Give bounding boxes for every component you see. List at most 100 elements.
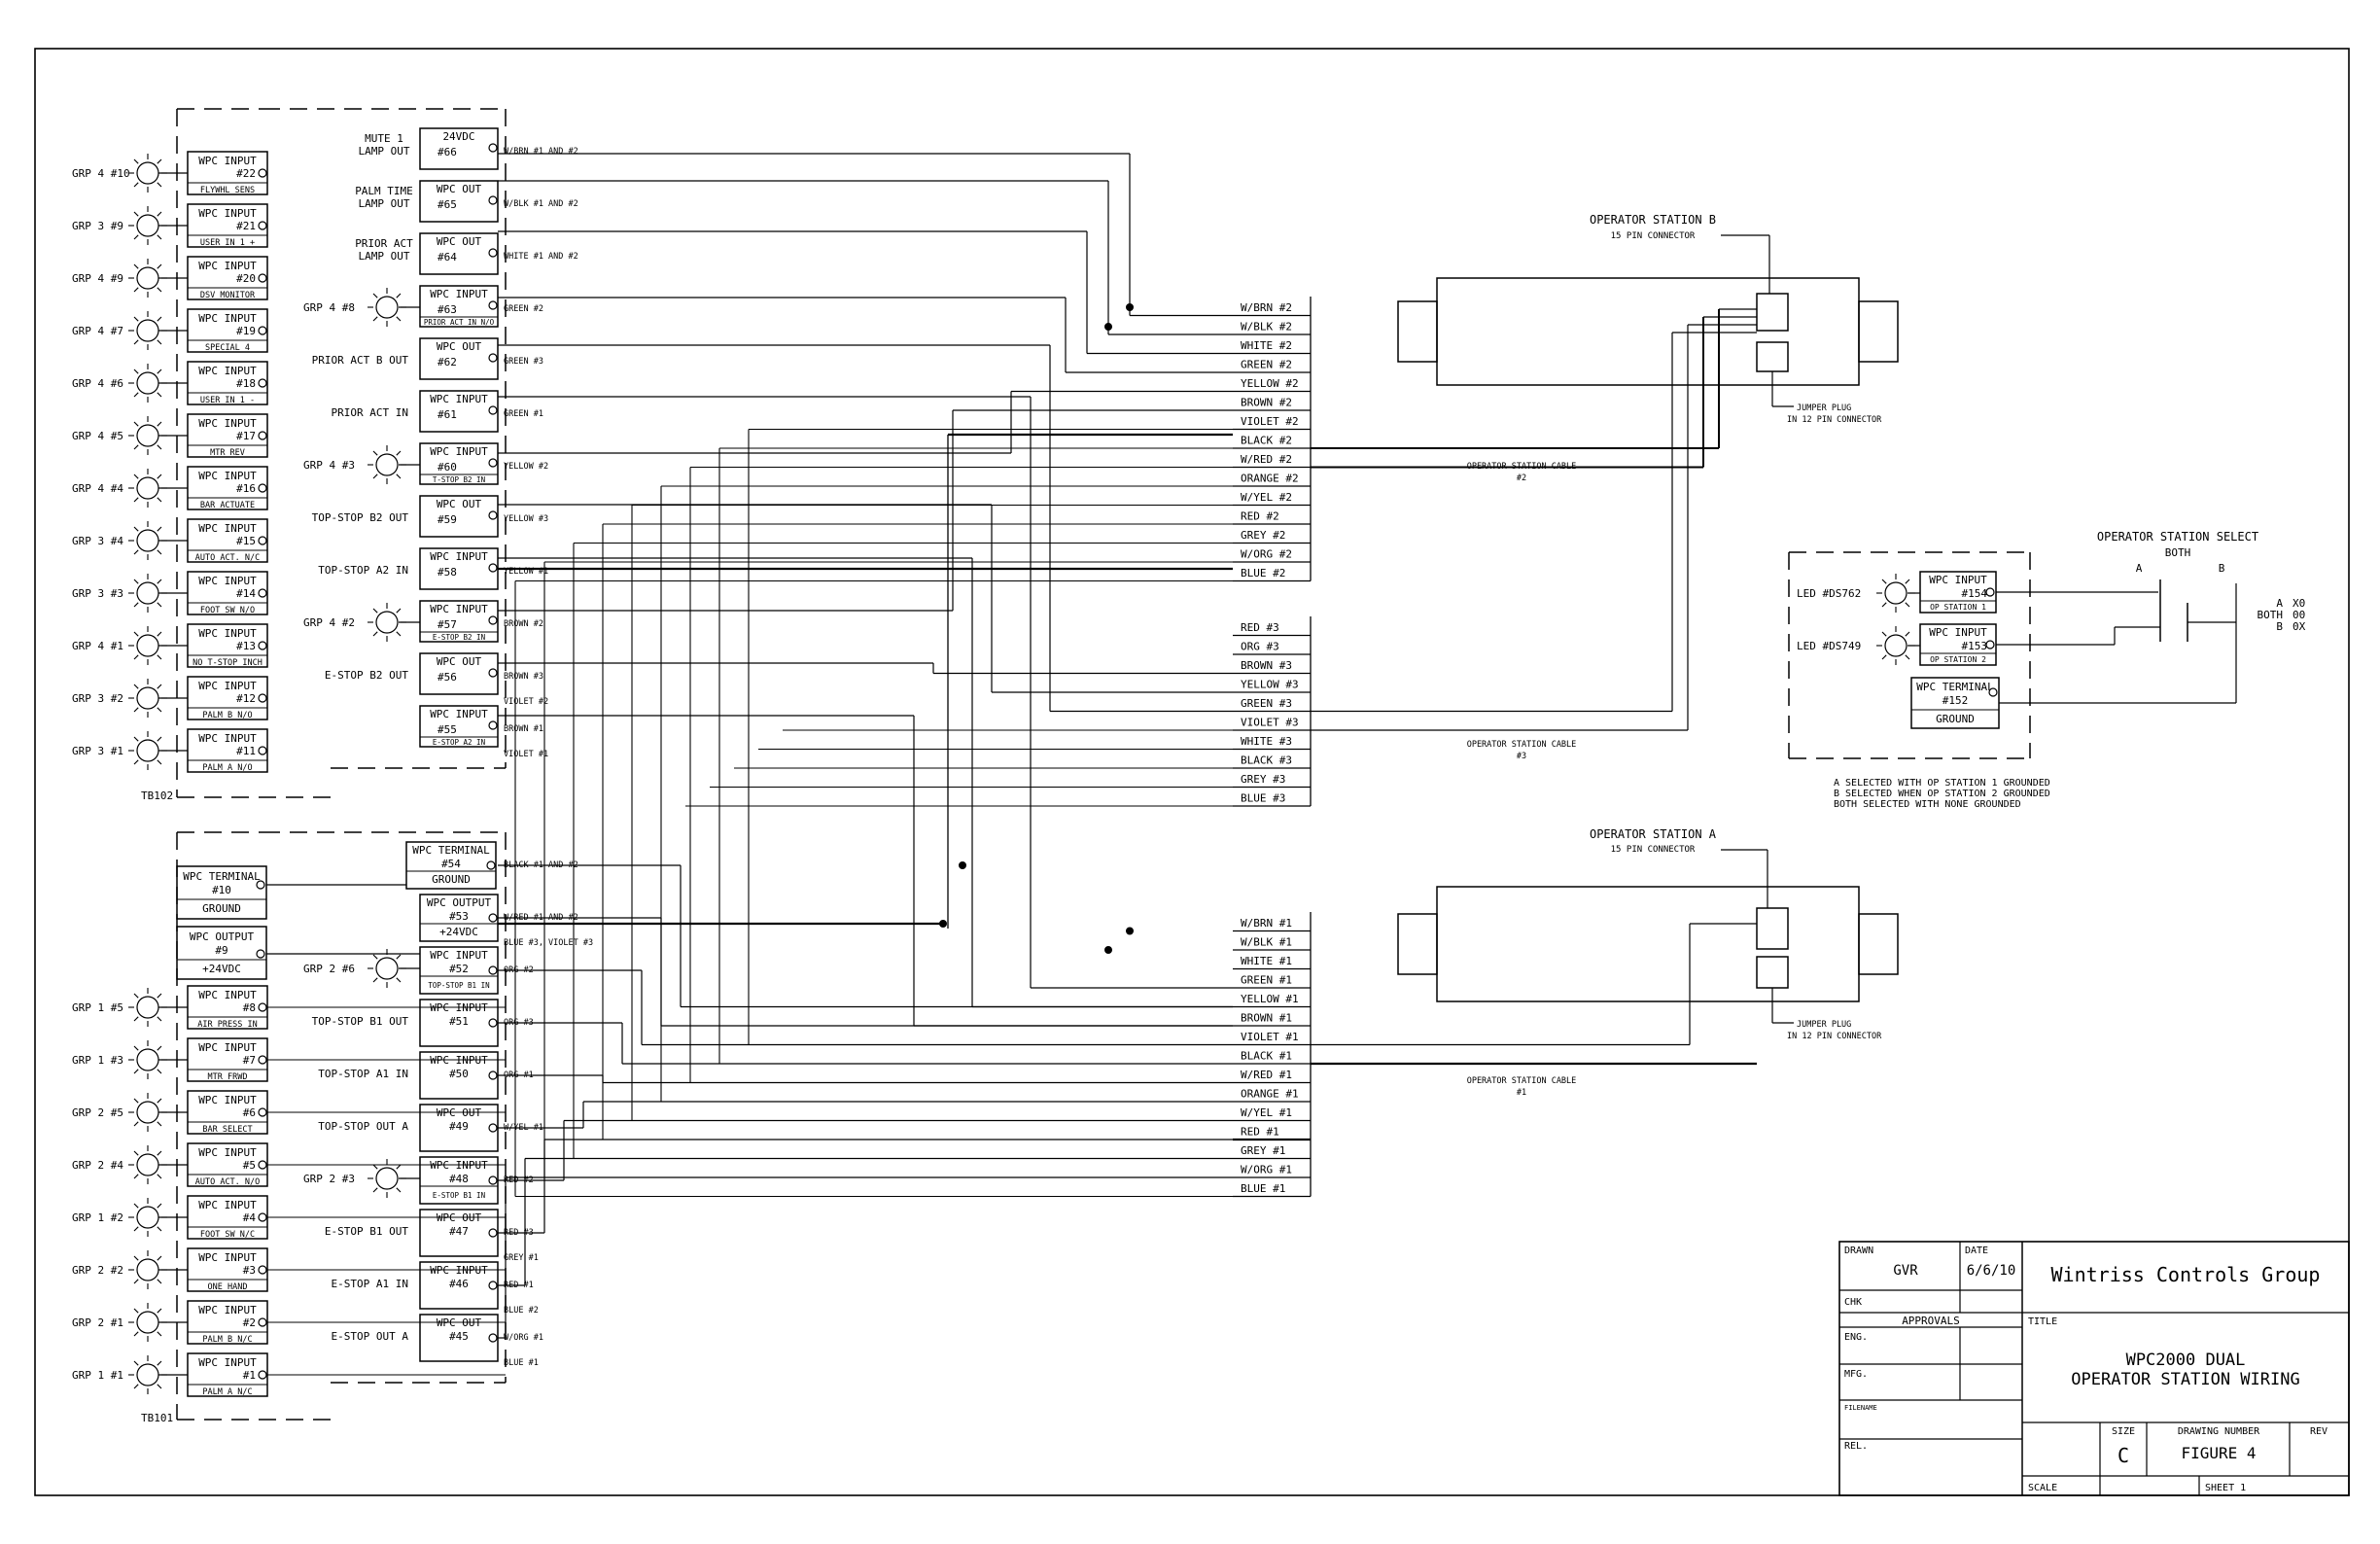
title-date: 6/6/10 bbox=[1967, 1263, 2016, 1279]
lamp-ray bbox=[133, 182, 139, 188]
box-title: WPC INPUT bbox=[1929, 574, 1987, 586]
wire-label: GREY #1 bbox=[504, 1253, 539, 1263]
cable2-wire-label: W/ORG #2 bbox=[1241, 548, 1292, 561]
cable1-wire-label: RED #1 bbox=[1241, 1126, 1279, 1139]
lamp-ray bbox=[157, 1150, 162, 1156]
lamp-ray bbox=[157, 211, 162, 217]
lamp-ray bbox=[133, 684, 139, 689]
lamp-ray bbox=[157, 1174, 162, 1179]
lamp-ray bbox=[1905, 654, 1910, 660]
connector-pin bbox=[1756, 341, 1789, 372]
wire-label: BROWN #1 bbox=[504, 724, 543, 734]
wire-label: W/BRN #1 AND #2 bbox=[504, 147, 578, 157]
lamp-ray bbox=[133, 1226, 139, 1232]
lamp-ray bbox=[157, 263, 162, 269]
grp-label: GRP 2 #1 bbox=[72, 1316, 123, 1329]
box-title: WPC INPUT bbox=[430, 1159, 488, 1172]
device-label: LAMP OUT bbox=[359, 145, 410, 158]
box-number: #13 bbox=[236, 640, 256, 652]
title-company: Wintriss Controls Group bbox=[2051, 1263, 2321, 1286]
lamp-ray bbox=[1881, 579, 1887, 584]
grp-label: GRP 1 #2 bbox=[72, 1211, 123, 1224]
lamp-ray bbox=[133, 526, 139, 532]
station-b-sub: 15 PIN CONNECTOR bbox=[1611, 231, 1696, 241]
grp-lamp-icon bbox=[375, 1167, 399, 1190]
lamp-ray bbox=[133, 211, 139, 217]
lamp-ray bbox=[133, 263, 139, 269]
wpc-middle-box bbox=[419, 652, 499, 695]
cable2-wire-label: BLACK #2 bbox=[1241, 435, 1292, 447]
box-number: #45 bbox=[449, 1330, 469, 1343]
select-title: OPERATOR STATION SELECT bbox=[2097, 530, 2258, 544]
box-number: #46 bbox=[449, 1278, 469, 1290]
box-sub: USER IN 1 - bbox=[200, 396, 255, 405]
grp-label: GRP 4 #5 bbox=[72, 430, 123, 442]
grp-lamp-icon bbox=[136, 1258, 159, 1281]
lamp-ray bbox=[157, 631, 162, 637]
box-title: WPC INPUT bbox=[198, 627, 257, 640]
box-number: #54 bbox=[441, 858, 461, 870]
wire-label: W/BLK #1 AND #2 bbox=[504, 199, 578, 209]
lamp-ray bbox=[372, 608, 378, 614]
lamp-ray bbox=[372, 1164, 378, 1170]
box-sub: DSV MONITOR bbox=[200, 291, 256, 300]
output-terminal bbox=[488, 300, 498, 310]
box-number: #66 bbox=[438, 146, 457, 158]
junction-dot bbox=[939, 920, 947, 928]
title-date-label: DATE bbox=[1965, 1246, 1988, 1256]
box-sub: FOOT SW N/O bbox=[200, 606, 255, 615]
connector-tab bbox=[1858, 913, 1899, 975]
grp-label: GRP 2 #2 bbox=[72, 1264, 123, 1277]
output-terminal bbox=[486, 860, 496, 870]
device-label: E-STOP OUT A bbox=[332, 1330, 409, 1343]
cable1-wire-label: W/RED #1 bbox=[1241, 1069, 1292, 1081]
box-sub: NO T-STOP INCH bbox=[192, 658, 262, 668]
cable2-wire-label: BROWN #2 bbox=[1241, 397, 1292, 409]
tb-label: TB101 bbox=[141, 1412, 173, 1424]
lamp-ray bbox=[133, 316, 139, 322]
grp-lamp-icon bbox=[136, 476, 159, 500]
lamp-ray bbox=[133, 602, 139, 608]
lamp-ray bbox=[157, 759, 162, 765]
box-number: #11 bbox=[236, 745, 256, 757]
select-state: 0X bbox=[2292, 620, 2306, 633]
box-number: #53 bbox=[449, 910, 469, 923]
lamp-ray bbox=[133, 549, 139, 555]
grp-lamp-icon bbox=[136, 1363, 159, 1386]
box-title: WPC OUT bbox=[437, 183, 482, 195]
cable-label: OPERATOR STATION CABLE bbox=[1467, 462, 1577, 472]
box-title: WPC INPUT bbox=[198, 312, 257, 325]
cable2-wire-label: W/YEL #2 bbox=[1241, 491, 1292, 504]
lamp-ray bbox=[396, 608, 402, 614]
grp-lamp-icon bbox=[136, 214, 159, 237]
box-number: #17 bbox=[236, 430, 256, 442]
lamp-ray bbox=[133, 339, 139, 345]
lamp-ray bbox=[157, 1121, 162, 1127]
device-label: MUTE 1 bbox=[365, 132, 403, 145]
cable1-wire-label: W/BRN #1 bbox=[1241, 917, 1292, 930]
output-terminal bbox=[488, 615, 498, 625]
box-sub: +24VDC bbox=[439, 926, 478, 938]
output-terminal bbox=[488, 1176, 498, 1185]
grp-lamp-icon bbox=[136, 319, 159, 342]
output-terminal bbox=[488, 1228, 498, 1238]
lamp-ray bbox=[396, 1164, 402, 1170]
lamp-ray bbox=[157, 1098, 162, 1104]
wire-label: GREEN #3 bbox=[504, 357, 543, 367]
title-dn-label: DRAWING NUMBER bbox=[2178, 1426, 2260, 1437]
device-label: TOP-STOP A2 IN bbox=[318, 564, 408, 577]
title-mfg: MFG. bbox=[1844, 1369, 1868, 1380]
grp-label: GRP 3 #3 bbox=[72, 587, 123, 600]
lamp-ray bbox=[157, 684, 162, 689]
lamp-ray bbox=[133, 1069, 139, 1074]
grp-label: GRP 1 #1 bbox=[72, 1369, 123, 1382]
lamp-ray bbox=[157, 654, 162, 660]
wire-label: WHITE #1 AND #2 bbox=[504, 252, 578, 262]
box-number: #154 bbox=[1962, 587, 1988, 600]
wire-label: BLUE #1 bbox=[504, 1358, 539, 1368]
junction-dot bbox=[1104, 323, 1112, 331]
input-terminal bbox=[258, 431, 267, 440]
box-sub: AIR PRESS IN bbox=[197, 1020, 257, 1030]
box-title: WPC INPUT bbox=[198, 989, 257, 1001]
lamp-ray bbox=[396, 977, 402, 983]
